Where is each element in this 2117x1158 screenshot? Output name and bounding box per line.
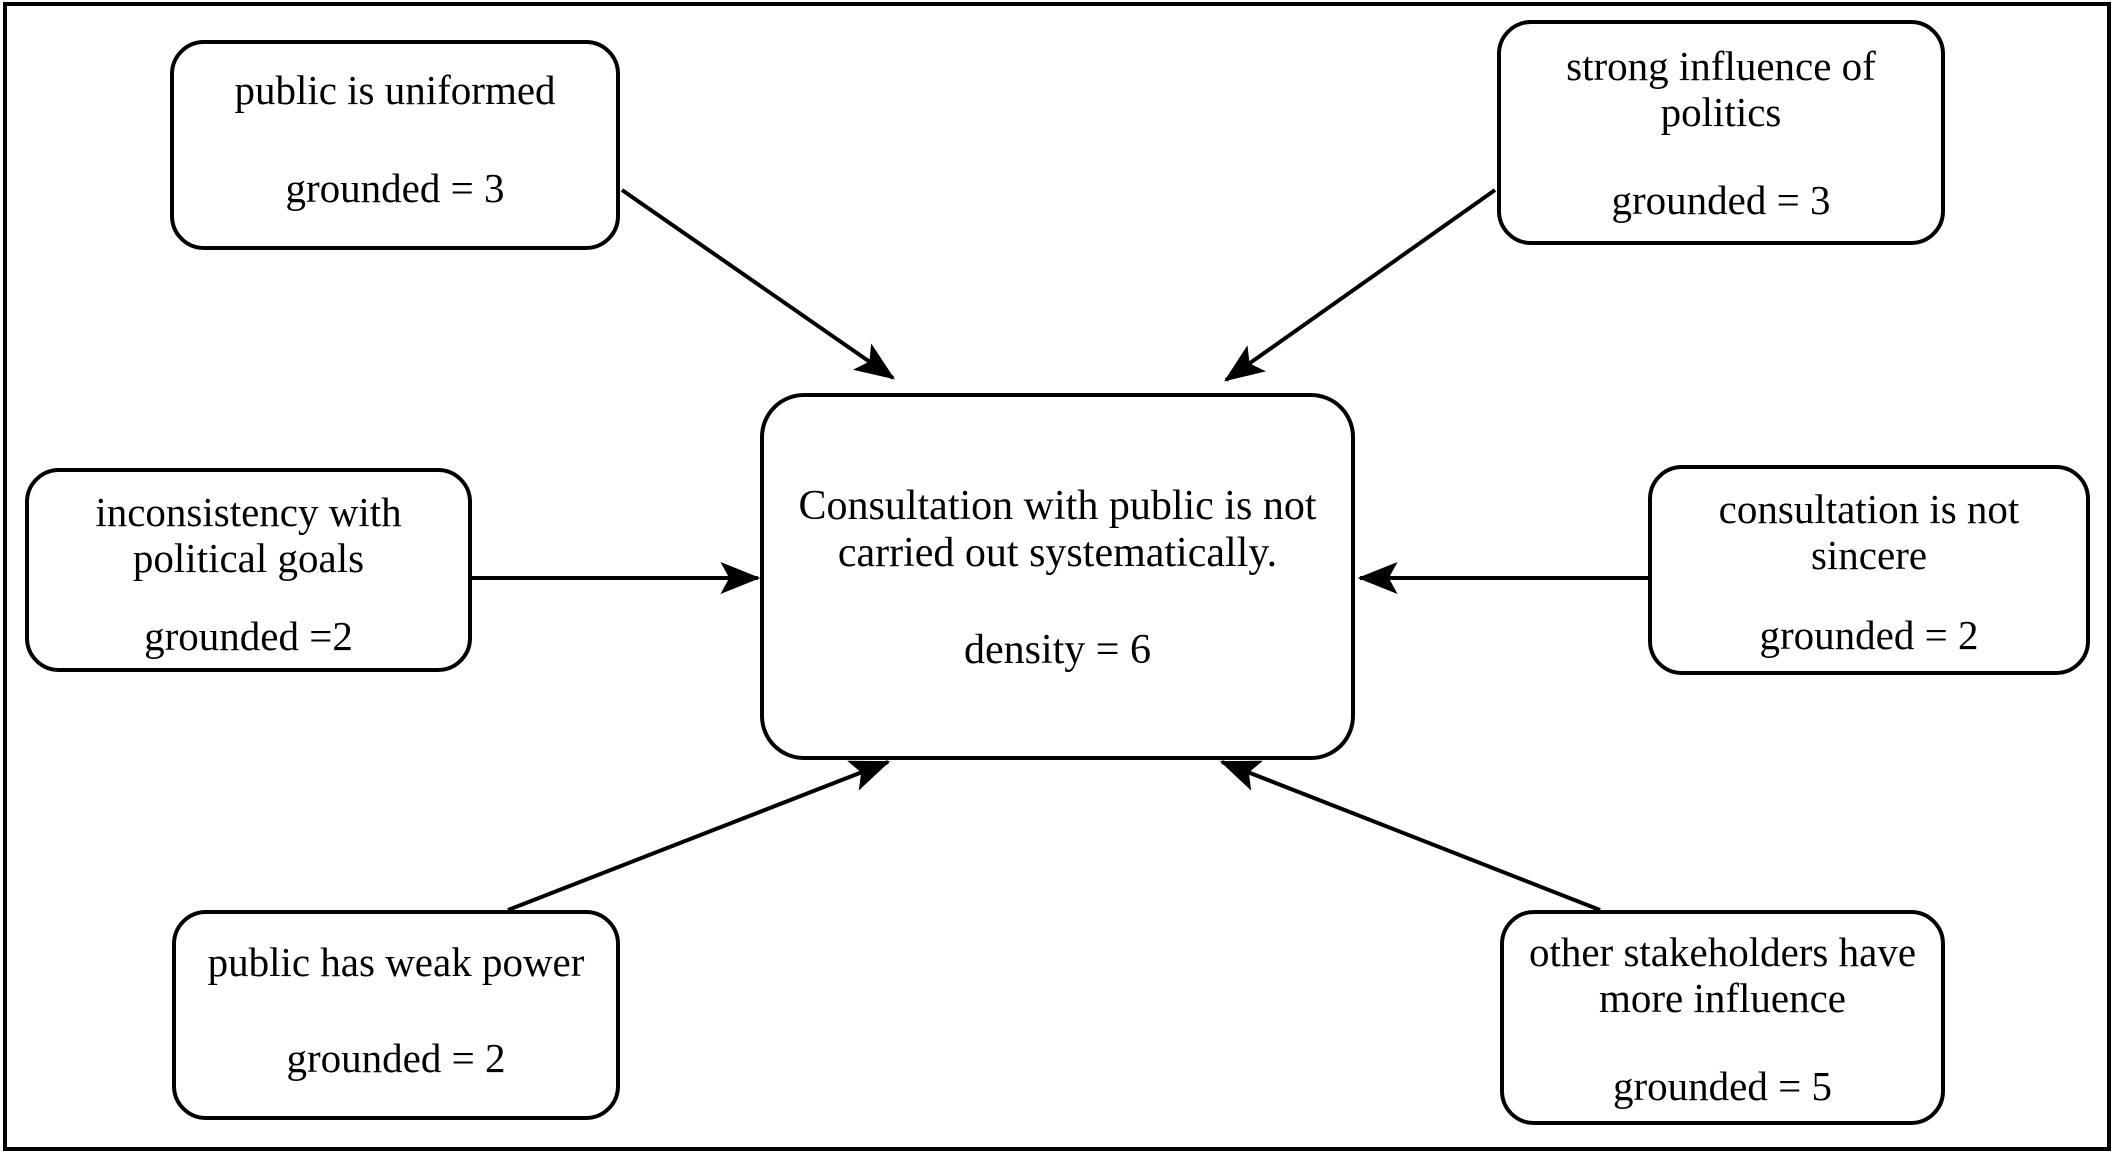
node-label: public is uniformed bbox=[234, 67, 556, 113]
node-label: other stakeholders have more influence bbox=[1528, 929, 1917, 1021]
node-label: public has weak power bbox=[207, 939, 585, 985]
node-inconsistency-with-political-goals[interactable]: inconsistency with political goals groun… bbox=[25, 468, 472, 672]
node-consultation-is-not-sincere[interactable]: consultation is not sincere grounded = 2 bbox=[1648, 465, 2090, 675]
node-grounded-metric: grounded =2 bbox=[144, 612, 353, 659]
node-grounded-metric: grounded = 2 bbox=[1759, 611, 1979, 658]
node-public-has-weak-power[interactable]: public has weak power grounded = 2 bbox=[172, 910, 620, 1120]
node-grounded-metric: grounded = 5 bbox=[1613, 1062, 1832, 1109]
node-other-stakeholders-have-more-influence[interactable]: other stakeholders have more influence g… bbox=[1500, 910, 1945, 1125]
node-strong-influence-of-politics[interactable]: strong influence of politics grounded = … bbox=[1497, 20, 1945, 245]
node-label: consultation is not sincere bbox=[1718, 486, 2020, 578]
node-label: strong influence of politics bbox=[1566, 43, 1876, 135]
node-grounded-metric: grounded = 3 bbox=[285, 164, 505, 211]
node-public-uninformed[interactable]: public is uniformed grounded = 3 bbox=[170, 40, 620, 250]
node-label: inconsistency with political goals bbox=[95, 489, 402, 581]
node-label: Consultation with public is not carried … bbox=[798, 483, 1317, 577]
node-grounded-metric: grounded = 3 bbox=[1611, 176, 1831, 223]
node-central-consultation-not-systematic[interactable]: Consultation with public is not carried … bbox=[760, 393, 1355, 760]
diagram-frame-border bbox=[3, 2, 2111, 1151]
node-grounded-metric: grounded = 2 bbox=[286, 1034, 506, 1081]
node-density-metric: density = 6 bbox=[963, 627, 1151, 674]
